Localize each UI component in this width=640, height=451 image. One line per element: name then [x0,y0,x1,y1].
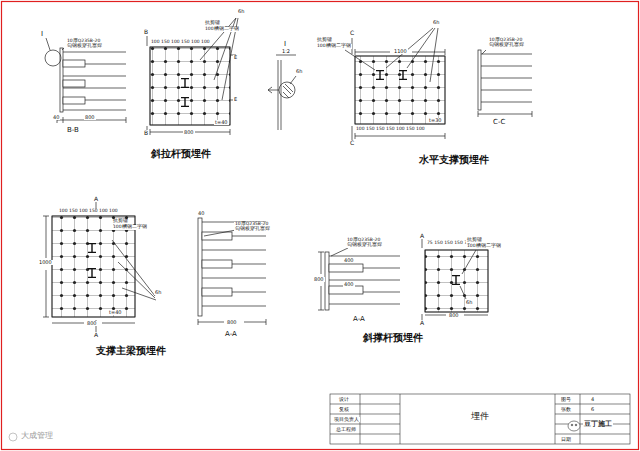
annotation: I [283,41,287,48]
annotation: I [40,31,44,38]
annotation: 张数 [560,407,572,412]
annotation: t=40 [108,310,123,315]
annotation: C [349,140,355,146]
annotation: 400 [343,282,355,287]
annotation: B-B [66,127,80,134]
annotation: 图号 [560,397,572,402]
annotation: 100槽钢二字钢 [204,27,240,32]
annotation: 豆丁施工 [583,421,613,428]
annotation: 10厚Q235B-20 [234,222,269,227]
annotation: 800 [183,130,195,135]
annotation: 大成管理 [20,432,54,440]
annotation: A-A [352,316,366,323]
section-a-a-main-beam [198,218,266,325]
annotation: 抗剪键 [112,219,129,224]
annotation: 复核 [338,407,350,412]
view-title: 斜撑杆预埋件 [362,333,424,343]
annotation: 10厚Q235B-20 [66,39,101,44]
view-title: 水平支撑预埋件 [418,155,490,165]
section-c-c [478,50,532,117]
annotation: 40 [52,115,60,120]
plan-main-beam [43,197,156,332]
annotation: A [93,332,99,338]
annotation: 800 [84,115,96,120]
title-block [330,394,630,444]
annotation: 10厚Q235B-20 [346,238,381,243]
plan-diagonal-strut [422,236,488,322]
annotation: 100槽钢二字钢 [316,44,352,49]
section-b-b [45,38,126,123]
annotation: t=30 [428,118,443,123]
annotation: 100 150 100 150 100 100 [58,209,119,214]
annotation: 800 [226,320,238,325]
annotation: 勾钢板穿孔塞焊 [488,43,525,48]
annotation: 100槽钢二字钢 [112,225,148,230]
annotation: 800 [86,321,98,326]
annotation: 勾钢板穿孔塞焊 [234,227,271,232]
annotation: 10厚Q235B-20 [488,38,523,43]
plan-horizontal-brace [345,28,445,140]
annotation: 1100 [393,49,408,54]
annotation: A [419,320,425,326]
annotation: 6h [237,9,245,14]
annotation: 1000 [38,260,53,265]
annotation: 75 150 150 150 75 [426,241,471,246]
annotation: 800 [448,313,460,318]
annotation: 抗剪键 [466,238,483,243]
annotation: 抗剪键 [204,21,221,26]
annotation: 日期 [560,437,572,442]
annotation: 1:2 [281,49,291,54]
watermark-mark [9,433,17,441]
annotation: 6h [432,20,440,25]
plan-diagonal-tie [147,18,238,135]
annotation: 设计 [338,397,350,402]
annotation: C [349,30,355,36]
annotation: E [233,55,238,60]
annotation: B [143,130,149,136]
annotation: 6h [465,300,473,305]
annotation: 400 [343,258,355,263]
annotation: A-A [224,331,238,338]
annotation: 800 [313,277,325,282]
annotation: 100 150 100 150 100 100 [150,40,211,45]
annotation: 6h [295,69,303,74]
watermark-icon [568,421,580,431]
annotation: B [143,29,149,35]
annotation: C-C [492,119,506,126]
annotation: 6h [154,290,162,295]
annotation: 100槽钢二字钢 [466,244,502,249]
view-title: 支撑主梁预埋件 [95,346,167,356]
annotation: 100 150 150 150 100 150 100 [355,127,426,132]
annotation: 勾钢板穿孔塞焊 [346,243,383,248]
annotation: E [233,97,238,102]
annotation: 总工程师 [335,427,357,432]
detail-i [268,55,296,130]
annotation: A [93,196,99,202]
annotation: 勾钢板穿孔塞焊 [66,44,103,49]
annotation: 6 [590,407,595,412]
annotation: A [419,233,425,239]
annotation: 抗剪键 [316,38,333,43]
annotation: 40 [197,211,205,216]
view-title: 斜拉杆预埋件 [150,149,212,159]
section-a-a-diagonal-strut [318,248,400,310]
view-title: 埋件 [470,412,490,421]
annotation: t=40 [214,120,229,125]
annotation: 项目负责人 [333,417,360,422]
annotation: 4 [590,397,595,402]
